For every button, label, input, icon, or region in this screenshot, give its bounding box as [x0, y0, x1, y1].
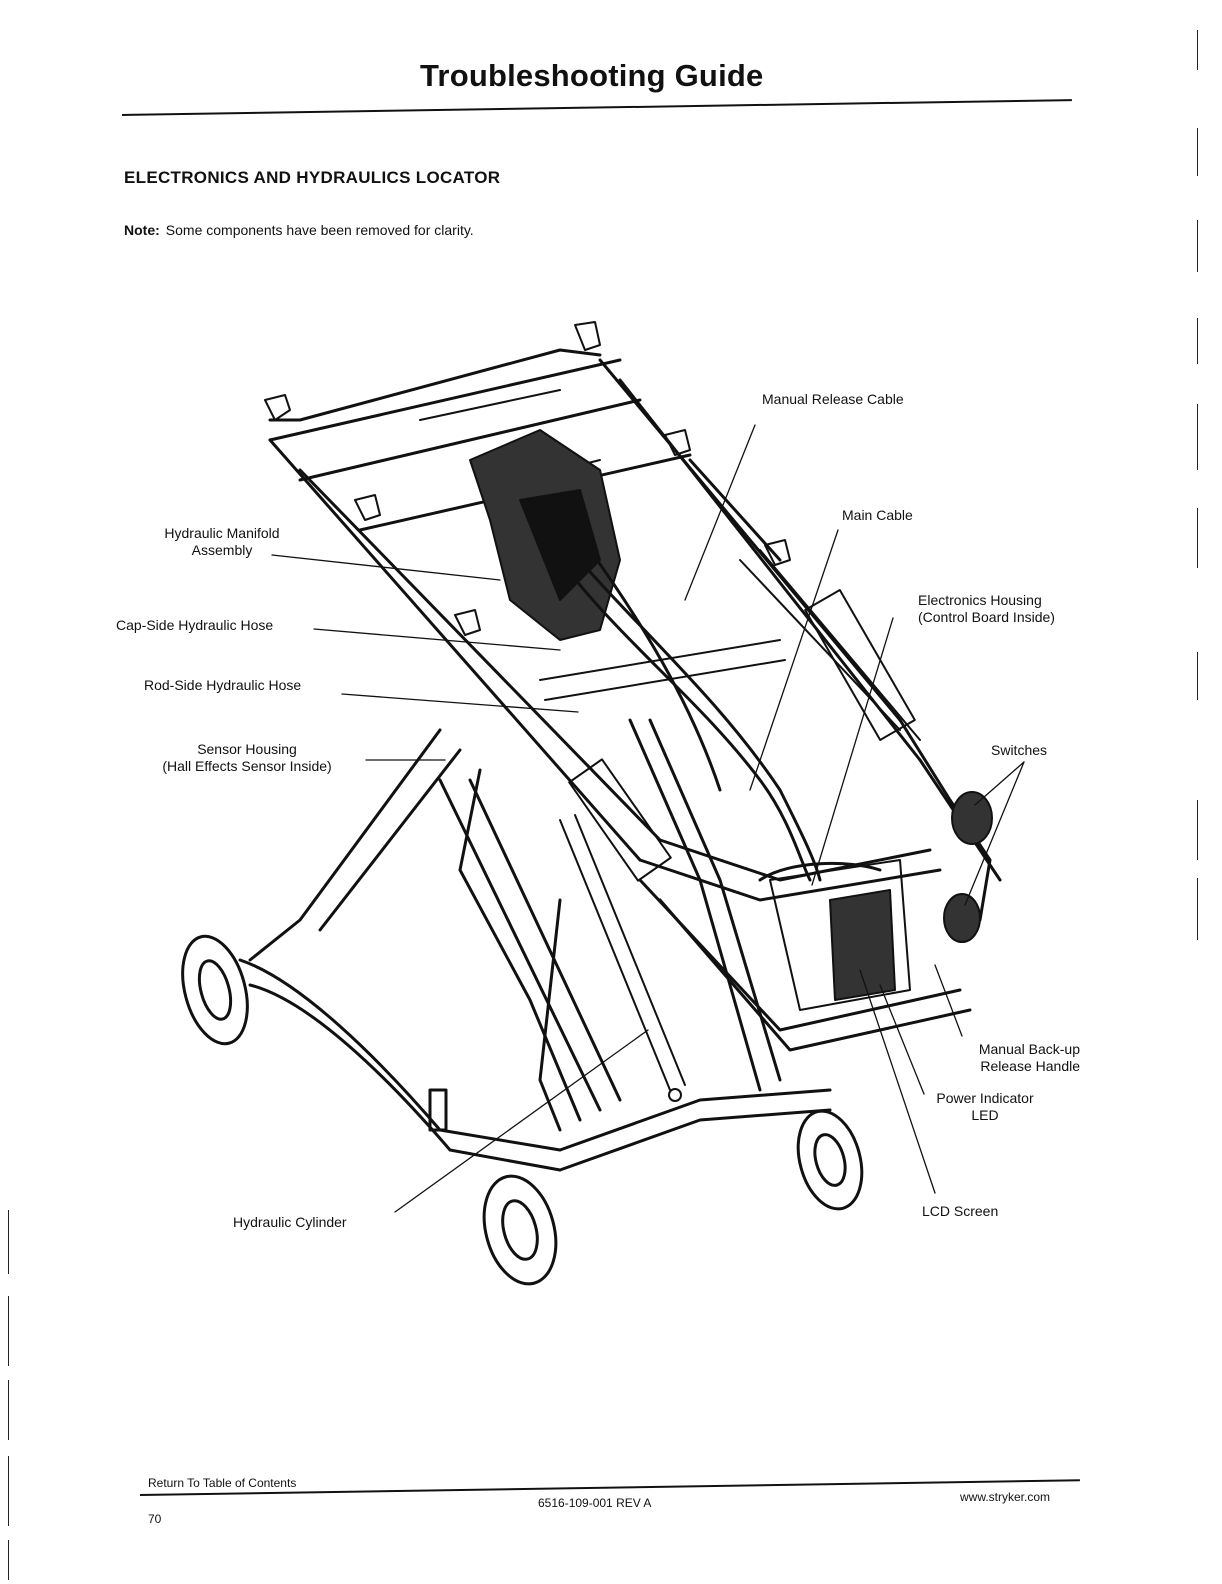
scan-edge-mark	[1197, 128, 1198, 176]
callout-text: (Hall Effects Sensor Inside)	[162, 758, 332, 774]
callout-power-indicator-led: Power Indicator LED	[926, 1090, 1044, 1124]
leader-lines	[271, 424, 1025, 1213]
callout-hydraulic-cylinder: Hydraulic Cylinder	[233, 1214, 347, 1231]
callout-manual-release-cable: Manual Release Cable	[762, 391, 904, 408]
x-frame-legs	[248, 718, 782, 1132]
electronics-housing	[758, 859, 911, 1011]
scan-edge-mark	[8, 1456, 9, 1526]
callout-sensor-housing: Sensor Housing (Hall Effects Sensor Insi…	[140, 741, 354, 775]
litter-frame	[268, 348, 1002, 922]
scan-edge-mark	[1197, 800, 1198, 860]
scan-edge-mark	[8, 1210, 9, 1274]
callout-main-cable: Main Cable	[842, 507, 913, 524]
base-frame	[238, 878, 972, 1172]
page-title: Troubleshooting Guide	[420, 58, 764, 93]
scan-edge-mark	[1197, 652, 1198, 700]
callout-text: LCD Screen	[922, 1203, 999, 1219]
brackets	[264, 321, 791, 636]
note-text: Some components have been removed for cl…	[165, 222, 474, 238]
callout-text: Release Handle	[980, 1058, 1080, 1074]
callout-lcd-screen: LCD Screen	[922, 1203, 998, 1220]
callout-text: (Control Board Inside)	[918, 609, 1055, 625]
callout-text: Switches	[991, 742, 1048, 758]
callout-electronics-housing: Electronics Housing (Control Board Insid…	[918, 592, 1055, 626]
callout-text: Cap-Side Hydraulic Hose	[116, 617, 274, 633]
callout-manual-backup-release-handle: Manual Back-up Release Handle	[950, 1041, 1080, 1075]
cables	[558, 548, 822, 882]
callout-text: Hydraulic Manifold	[164, 525, 280, 541]
scan-edge-mark	[1197, 318, 1198, 364]
callout-text: Power Indicator	[936, 1090, 1034, 1106]
callout-text: LED	[971, 1107, 999, 1123]
scan-edge-mark	[1197, 508, 1198, 568]
scan-edge-mark	[1197, 404, 1198, 470]
callout-text: Rod-Side Hydraulic Hose	[144, 677, 302, 693]
document-code: 6516-109-001 REV A	[538, 1496, 652, 1510]
callout-hydraulic-manifold-assembly: Hydraulic Manifold Assembly	[150, 525, 294, 559]
scan-edge-mark	[1197, 878, 1198, 940]
callout-text: Main Cable	[842, 507, 913, 523]
page-number: 70	[148, 1512, 162, 1526]
callout-rod-side-hydraulic-hose: Rod-Side Hydraulic Hose	[144, 677, 301, 694]
scan-edge-mark	[8, 1380, 9, 1440]
scan-edge-mark	[1197, 220, 1198, 272]
callout-text: Sensor Housing	[197, 741, 297, 757]
casters	[181, 934, 864, 1286]
section-title: ELECTRONICS AND HYDRAULICS LOCATOR	[124, 168, 501, 187]
hydraulic-cylinder	[559, 814, 686, 1102]
website-url: www.stryker.com	[960, 1490, 1051, 1504]
note-label: Note:	[124, 222, 160, 238]
note: Note: Some components have been removed f…	[124, 222, 474, 238]
callout-text: Manual Back-up	[978, 1041, 1080, 1057]
scan-edge-mark	[8, 1296, 9, 1366]
switch-pads	[943, 791, 993, 943]
callout-text: Assembly	[191, 542, 253, 558]
callout-cap-side-hydraulic-hose: Cap-Side Hydraulic Hose	[116, 617, 273, 634]
scan-edge-mark	[1197, 30, 1198, 70]
callout-text: Electronics Housing	[918, 592, 1042, 608]
return-to-toc-link[interactable]: Return To Table of Contents	[148, 1476, 297, 1490]
callout-switches: Switches	[991, 742, 1047, 759]
callout-text: Manual Release Cable	[762, 391, 904, 407]
scan-edge-mark	[8, 1540, 9, 1580]
callout-text: Hydraulic Cylinder	[233, 1214, 347, 1230]
